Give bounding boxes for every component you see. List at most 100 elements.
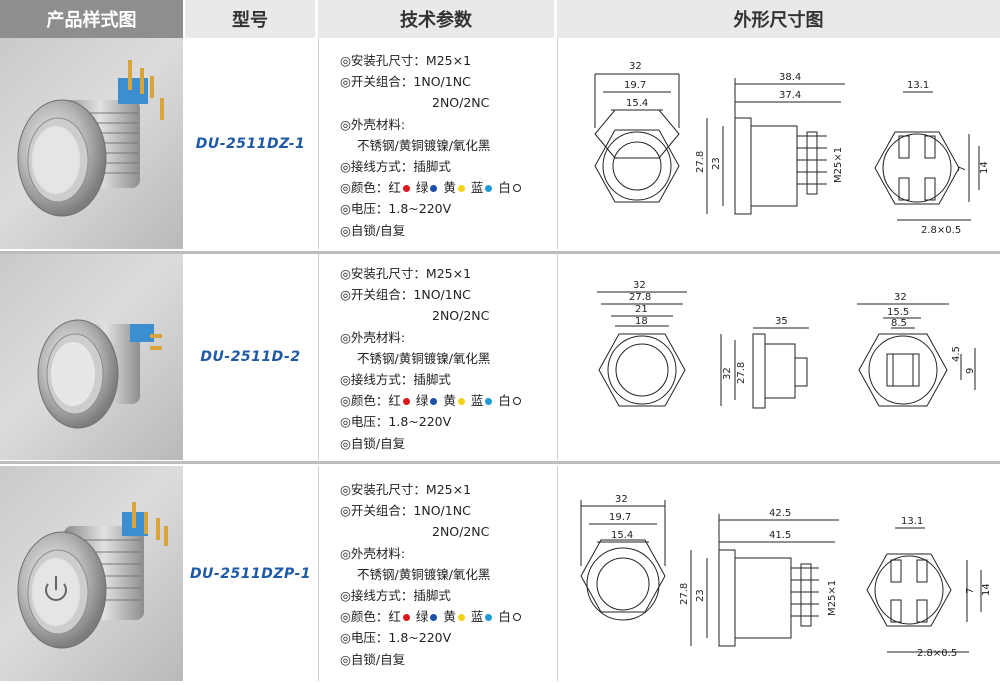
param-wiring: ◎接线方式：插脚式 — [340, 159, 451, 175]
color-prefix: ◎颜色： — [340, 180, 389, 196]
blue-dot-icon — [485, 184, 493, 192]
param-voltage: ◎电压：1.8~220V — [340, 630, 452, 646]
dim-side-len2: 37.4 — [779, 90, 801, 101]
model-name-2: DU-2511D-2 — [200, 349, 301, 365]
hex-nut-front-view — [594, 109, 680, 159]
red-dot-icon — [402, 613, 410, 621]
dim-side-h2: 23 — [711, 157, 722, 170]
dim-back-r2: 9 — [965, 368, 976, 374]
param-switch-2: 2NO/2NC — [432, 308, 490, 324]
divider — [557, 38, 558, 249]
param-mount: ◎安装孔尺寸：M25×1 — [340, 482, 472, 497]
param-lock: ◎自锁/自复 — [340, 651, 406, 667]
dim-back-r2: 14 — [979, 161, 990, 174]
color-prefix: ◎颜色： — [340, 609, 389, 625]
param-wiring: ◎接线方式：插脚式 — [340, 372, 451, 388]
green-dot-icon — [430, 613, 438, 621]
dim-front-w3: 21 — [635, 304, 648, 315]
param-shell-2: 不锈钢/黄铜镀镍/氧化黑 — [357, 566, 491, 582]
red-dot-icon — [402, 397, 410, 405]
power-icon — [45, 576, 67, 601]
dim-back-r1: 4.5 — [951, 346, 962, 362]
dim-front-b: 15.4 — [611, 530, 633, 541]
dim-front-h1: 32 — [722, 367, 733, 380]
dim-side-h1: 27.8 — [695, 151, 706, 173]
param-shell: ◎外壳材料: — [340, 329, 406, 345]
param-shell: ◎外壳材料: — [340, 545, 406, 561]
model-name-1: DU-2511DZ-1 — [195, 135, 306, 152]
white-dot-icon — [512, 184, 521, 193]
dim-front-a: 19.7 — [609, 512, 631, 523]
color-white-label: 白 — [498, 393, 511, 409]
color-red-label: 红 — [388, 393, 401, 409]
color-yellow-label: 黄 — [443, 180, 456, 196]
param-switch: ◎开关组合：1NO/1NC — [340, 503, 471, 519]
dimension-drawing-3: 32 19.7 15.4 42.5 41.5 27.8 23 M25×1 13.… — [557, 466, 1000, 681]
header-product-style: 产品样式图 — [0, 0, 183, 38]
product-row-2: DU-2511D-2 ◎安装孔尺寸：M25×1 ◎开关组合：1NO/1NC 2N… — [0, 254, 1000, 460]
color-green-label: 绿 — [415, 393, 429, 409]
param-switch-2: 2NO/2NC — [432, 524, 490, 540]
color-prefix: ◎颜色： — [340, 393, 389, 409]
param-shell-2: 不锈钢/黄铜镀镍/氧化黑 — [357, 137, 491, 153]
dim-back-r1: 7 — [965, 588, 976, 594]
divider — [318, 254, 319, 460]
yellow-dot-icon — [457, 184, 465, 192]
divider — [318, 466, 319, 681]
header-model: 型号 — [185, 0, 315, 38]
color-white-label: 白 — [498, 180, 511, 196]
blue-dot-icon — [485, 613, 493, 621]
dim-front-h2: 27.8 — [736, 362, 747, 384]
dim-back-pin: 2.8×0.5 — [917, 648, 957, 659]
color-yellow-label: 黄 — [443, 609, 456, 625]
product-row-3: DU-2511DZP-1 ◎安装孔尺寸：M25×1 ◎开关组合：1NO/1NC … — [0, 466, 1000, 681]
red-dot-icon — [402, 184, 410, 192]
dim-thread: M25×1 — [827, 580, 838, 616]
color-blue-label: 蓝 — [470, 180, 484, 196]
table-header: 产品样式图 型号 技术参数 外形尺寸图 — [0, 0, 1000, 38]
color-yellow-label: 黄 — [443, 393, 456, 409]
dim-back-b: 8.5 — [891, 318, 907, 329]
dim-side-len: 35 — [775, 316, 788, 327]
dim-back-a: 15.5 — [887, 307, 909, 318]
tech-params-2: ◎安装孔尺寸：M25×1 ◎开关组合：1NO/1NC 2NO/2NC ◎外壳材料… — [340, 263, 555, 454]
hex-nut-front-view — [598, 333, 686, 407]
yellow-dot-icon — [457, 613, 465, 621]
green-dot-icon — [430, 184, 438, 192]
dim-front-a: 19.7 — [624, 80, 646, 91]
tech-params-1: ◎安装孔尺寸：M25×1 ◎开关组合：1NO/1NC 2NO/2NC ◎外壳材料… — [340, 50, 555, 241]
dim-side-len1: 42.5 — [769, 508, 791, 519]
param-wiring: ◎接线方式：插脚式 — [340, 588, 451, 604]
param-voltage: ◎电压：1.8~220V — [340, 414, 452, 430]
back-view-hex — [858, 333, 948, 407]
header-dimensions: 外形尺寸图 — [557, 0, 1000, 38]
dim-back-r1: 7 — [957, 166, 968, 172]
param-lock: ◎自锁/自复 — [340, 435, 406, 451]
color-green-label: 绿 — [415, 180, 429, 196]
blue-dot-icon — [485, 397, 493, 405]
row-separator — [0, 461, 1000, 464]
param-mount: ◎安装孔尺寸：M25×1 — [340, 266, 472, 281]
color-red-label: 红 — [388, 180, 401, 196]
white-dot-icon — [512, 613, 521, 622]
color-green-label: 绿 — [415, 609, 429, 625]
model-name-3: DU-2511DZP-1 — [189, 565, 312, 582]
color-red-label: 红 — [388, 609, 401, 625]
dim-back-width: 32 — [894, 292, 907, 303]
dim-side-h1: 27.8 — [679, 583, 690, 605]
dim-side-len2: 41.5 — [769, 530, 791, 541]
dim-front-w4: 18 — [635, 316, 648, 327]
back-view-hex — [866, 553, 952, 627]
yellow-dot-icon — [457, 397, 465, 405]
side-view-body — [752, 333, 766, 409]
color-white-label: 白 — [498, 609, 511, 625]
dim-back-top: 13.1 — [907, 80, 929, 91]
divider — [318, 38, 319, 249]
color-blue-label: 蓝 — [470, 609, 484, 625]
divider — [557, 254, 558, 460]
param-mount: ◎安装孔尺寸：M25×1 — [340, 53, 472, 68]
dim-front-width: 32 — [629, 61, 642, 72]
dim-front-b: 15.4 — [626, 98, 648, 109]
dim-side-len1: 38.4 — [779, 72, 801, 83]
dim-front-w1: 32 — [633, 280, 646, 291]
